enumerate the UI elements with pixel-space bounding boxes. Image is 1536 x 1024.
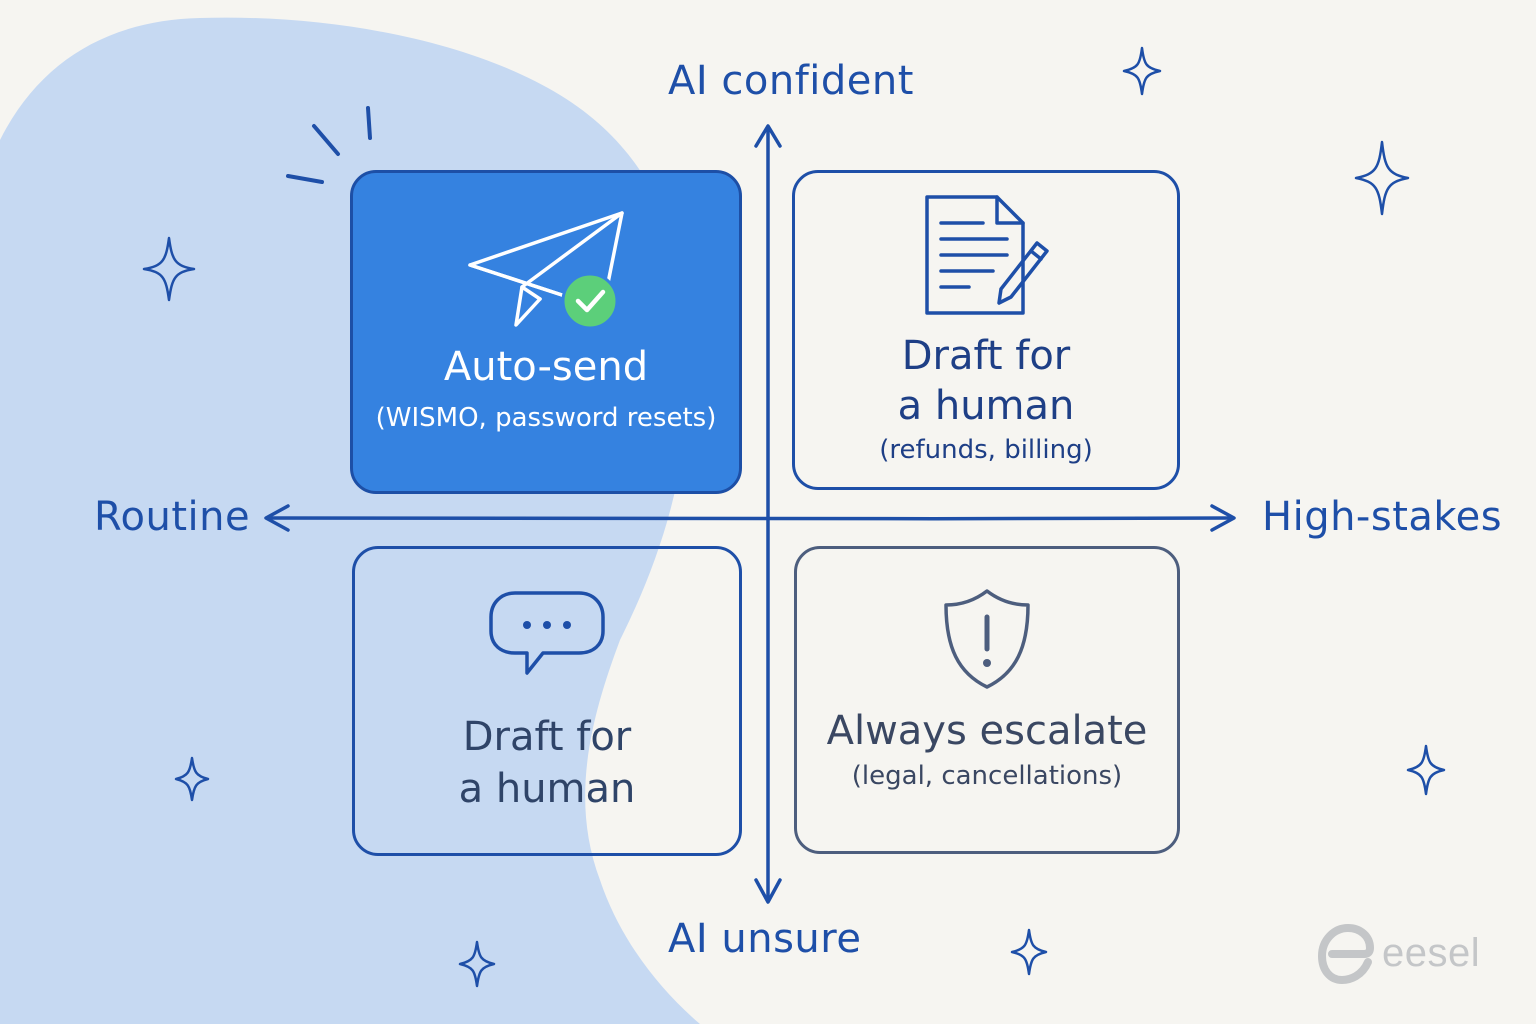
axis-label-high-stakes: High-stakes [1262,494,1503,540]
quadrant-always-escalate: Always escalate (legal, cancellations) [794,546,1180,854]
quadrant-subtitle: (WISMO, password resets) [375,403,717,433]
arrow-right-icon [1210,504,1236,532]
quadrant-title-line-1: Draft for [901,333,1071,379]
chat-bubble-icon [489,591,605,675]
document-pencil-icon [925,195,1049,315]
axis-label-ai-unsure: AI unsure [668,916,862,962]
arrow-down-icon [754,878,782,904]
quadrant-title-line-2: a human [897,383,1075,429]
arrow-up-icon [754,124,782,148]
sparkle-icon [1010,928,1048,976]
quadrant-title-line-2: a human [458,766,636,812]
quadrant-draft-routine: Draft for a human [352,546,742,856]
quadrant-auto-send: Auto-send (WISMO, password resets) [350,170,742,494]
emphasis-burst-icon [286,106,372,184]
quadrant-subtitle: (legal, cancellations) [851,761,1123,791]
eesel-logo-text: eesel [1382,930,1481,975]
horizontal-axis [266,516,1234,521]
quadrant-title: Auto-send [443,344,649,390]
sparkle-icon [174,756,210,802]
quadrant-draft-high-stakes: Draft for a human (refunds, billing) [792,170,1180,490]
quadrant-title: Always escalate [826,708,1148,754]
axis-label-routine: Routine [94,494,251,540]
sparkle-icon [142,236,196,302]
paper-plane-check-icon [468,211,624,329]
eesel-logo-mark-icon [1318,923,1374,984]
quadrant-subtitle: (refunds, billing) [879,435,1093,465]
quadrant-title: Draft for a human [459,711,636,815]
axis-label-ai-confident: AI confident [668,58,914,104]
arrow-left-icon [264,504,290,532]
eesel-logo: eesel [1318,922,1480,984]
sparkle-icon [1354,140,1410,216]
vertical-axis [766,126,771,902]
quadrant-title-line-1: Draft for [462,714,632,760]
sparkle-icon [1406,744,1446,796]
quadrant-title: Draft for a human [898,331,1075,431]
sparkle-icon [458,940,496,988]
sparkle-icon [1122,46,1162,96]
shield-alert-icon [944,589,1030,689]
